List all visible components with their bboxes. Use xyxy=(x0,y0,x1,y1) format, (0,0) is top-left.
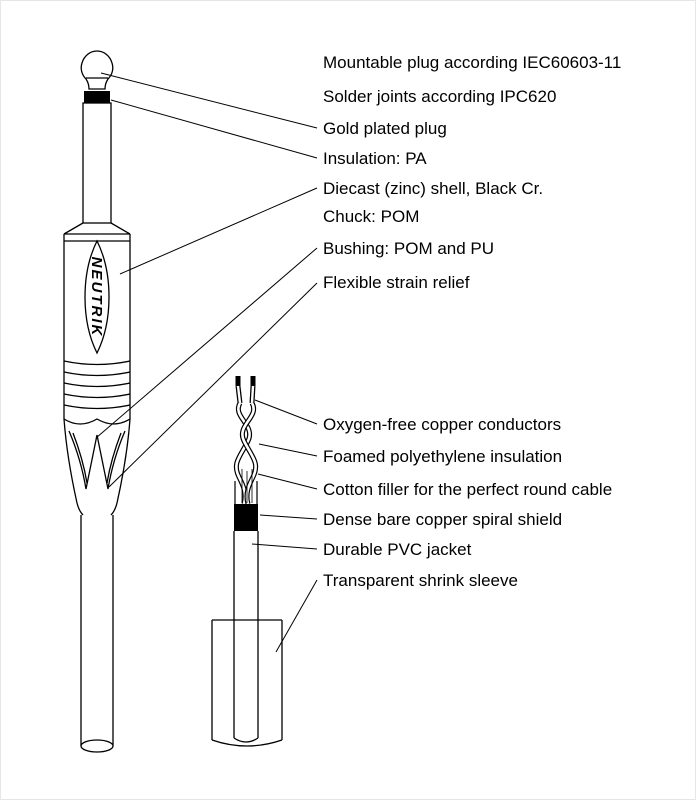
label-solder-joints: Solder joints according IPC620 xyxy=(323,87,557,106)
twisted-pair-core-a xyxy=(235,402,251,505)
cable-cutaway xyxy=(211,376,283,747)
label-pvc-jacket: Durable PVC jacket xyxy=(323,540,472,559)
leader-gold-plated-plug xyxy=(100,72,318,129)
leader-lines xyxy=(95,72,318,653)
label-mountable-plug: Mountable plug according IEC60603-11 xyxy=(323,53,622,72)
bundle-edges xyxy=(234,481,258,504)
leader-foamed-insulation xyxy=(258,443,318,457)
twisted-pair-core-b xyxy=(241,402,257,505)
label-diecast-shell: Diecast (zinc) shell, Black Cr. xyxy=(323,179,544,198)
leader-shrink-sleeve xyxy=(275,579,318,653)
leader-bushing xyxy=(95,247,318,439)
label-copper-conductors: Oxygen-free copper conductors xyxy=(323,415,562,434)
plug-tip xyxy=(80,50,114,90)
pvc-jacket xyxy=(233,531,259,738)
label-spiral-shield: Dense bare copper spiral shield xyxy=(323,510,563,529)
grip-ribs xyxy=(63,360,131,410)
leader-pvc-jacket xyxy=(251,543,318,550)
leader-spiral-shield xyxy=(259,514,318,520)
cotton-filler xyxy=(241,469,253,503)
label-shrink-sleeve: Transparent shrink sleeve xyxy=(323,571,518,590)
plug-body xyxy=(63,234,131,419)
leader-insulation xyxy=(110,99,318,159)
conductor-leads-core xyxy=(236,385,255,404)
brand-text: NEUTRIK xyxy=(88,257,105,338)
plug-cable xyxy=(80,515,114,746)
label-chuck: Chuck: POM xyxy=(323,207,420,226)
plug-shaft xyxy=(82,102,112,224)
pvc-jacket-end xyxy=(233,737,259,743)
strain-relief-claws xyxy=(68,430,126,490)
bushing-boundary xyxy=(63,418,131,425)
label-bushing: Bushing: POM and PU xyxy=(323,239,495,258)
spiral-shield xyxy=(234,504,258,531)
label-cotton-filler: Cotton filler for the perfect round cabl… xyxy=(323,480,613,499)
label-foamed-insulation: Foamed polyethylene insulation xyxy=(323,447,563,466)
insulation-ring xyxy=(84,91,110,103)
label-gold-plated-plug: Gold plated plug xyxy=(323,119,447,138)
label-insulation: Insulation: PA xyxy=(323,149,427,168)
brand-lens xyxy=(84,239,110,355)
shrink-sleeve-end xyxy=(211,739,283,747)
leader-cotton-filler xyxy=(257,473,318,490)
chuck-taper xyxy=(63,418,131,504)
plug-cable-end xyxy=(80,739,114,753)
plug-illustration: NEUTRIK xyxy=(63,50,131,753)
leader-copper-conductors xyxy=(254,399,318,425)
conductor-tips xyxy=(235,376,256,386)
leader-strain-relief xyxy=(108,282,318,488)
bushing-exit xyxy=(76,502,118,516)
leader-diecast-shell xyxy=(119,187,318,275)
plug-body-shoulder xyxy=(63,222,131,242)
shrink-sleeve xyxy=(211,619,283,740)
label-strain-relief: Flexible strain relief xyxy=(323,273,470,292)
strain-relief-claw-lines xyxy=(72,432,122,484)
